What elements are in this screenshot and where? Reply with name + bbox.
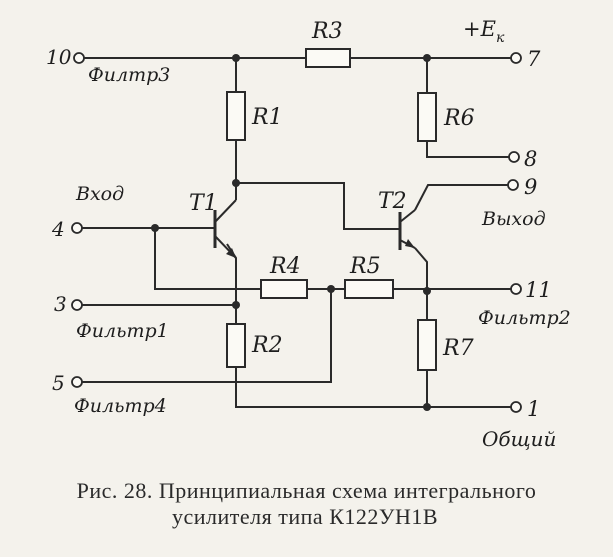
terminal-7-number: 7 <box>527 47 541 71</box>
label-r3: R3 <box>311 19 343 44</box>
terminal-10 <box>73 52 85 64</box>
terminal-7 <box>510 52 522 64</box>
label-t1: T1 <box>189 191 218 216</box>
label-t2: T2 <box>378 189 407 214</box>
resistor-r5 <box>344 279 394 299</box>
terminal-3 <box>71 299 83 311</box>
resistor-r2 <box>226 323 246 368</box>
terminals <box>71 52 522 413</box>
transistor-t1 <box>213 199 237 259</box>
label-r6: R6 <box>443 106 475 131</box>
terminal-1 <box>510 401 522 413</box>
terminal-9-name: Выход <box>481 208 546 230</box>
terminal-9-number: 9 <box>524 175 537 199</box>
label-r7: R7 <box>442 336 474 361</box>
figure-caption-line2: усилителя типа К122УН1В <box>172 504 439 529</box>
terminal-11 <box>510 283 522 295</box>
label-r4: R4 <box>269 254 301 279</box>
resistor-r4 <box>260 279 308 299</box>
figure-caption-line1: Рис. 28. Принципиальная схема интегральн… <box>76 478 537 503</box>
terminal-10-number: 10 <box>46 45 72 69</box>
terminal-3-number: 3 <box>54 292 67 316</box>
terminal-1-number: 1 <box>527 397 540 421</box>
terminal-11-number: 11 <box>525 278 552 302</box>
terminal-5 <box>71 376 83 388</box>
terminal-11-name: Фильтр2 <box>478 307 571 329</box>
terminal-4 <box>71 222 83 234</box>
terminal-labels: 10 Филтр3 Вход 4 3 Фильтр1 5 Фильтр4 7 8… <box>46 45 571 451</box>
terminal-1-name: Общий <box>482 427 556 451</box>
resistor-r1 <box>226 91 246 141</box>
terminal-5-name: Фильтр4 <box>74 395 167 417</box>
resistor-r3 <box>305 48 351 68</box>
label-supply: +Eк <box>463 17 505 46</box>
label-r2: R2 <box>251 333 283 358</box>
label-r5: R5 <box>349 254 381 279</box>
terminal-3-name: Фильтр1 <box>76 320 169 342</box>
terminal-8 <box>508 151 520 163</box>
terminal-5-number: 5 <box>52 371 65 395</box>
transistor-t2 <box>398 209 416 250</box>
terminal-8-number: 8 <box>524 147 537 171</box>
resistor-r6 <box>417 92 437 142</box>
junction-dots <box>151 54 431 411</box>
wires <box>82 57 511 408</box>
terminal-4-name: Вход <box>75 183 124 205</box>
terminal-9 <box>507 179 519 191</box>
supply-subscript: к <box>496 30 505 46</box>
label-r1: R1 <box>251 105 283 130</box>
supply-label: +E <box>463 17 496 41</box>
terminal-4-number: 4 <box>51 217 65 241</box>
terminal-10-name: Филтр3 <box>88 64 170 86</box>
component-labels: R3 R1 R6 R4 R5 R2 R7 T1 T2 +Eк <box>189 17 505 361</box>
resistor-r7 <box>417 319 437 371</box>
resistors <box>226 48 437 371</box>
